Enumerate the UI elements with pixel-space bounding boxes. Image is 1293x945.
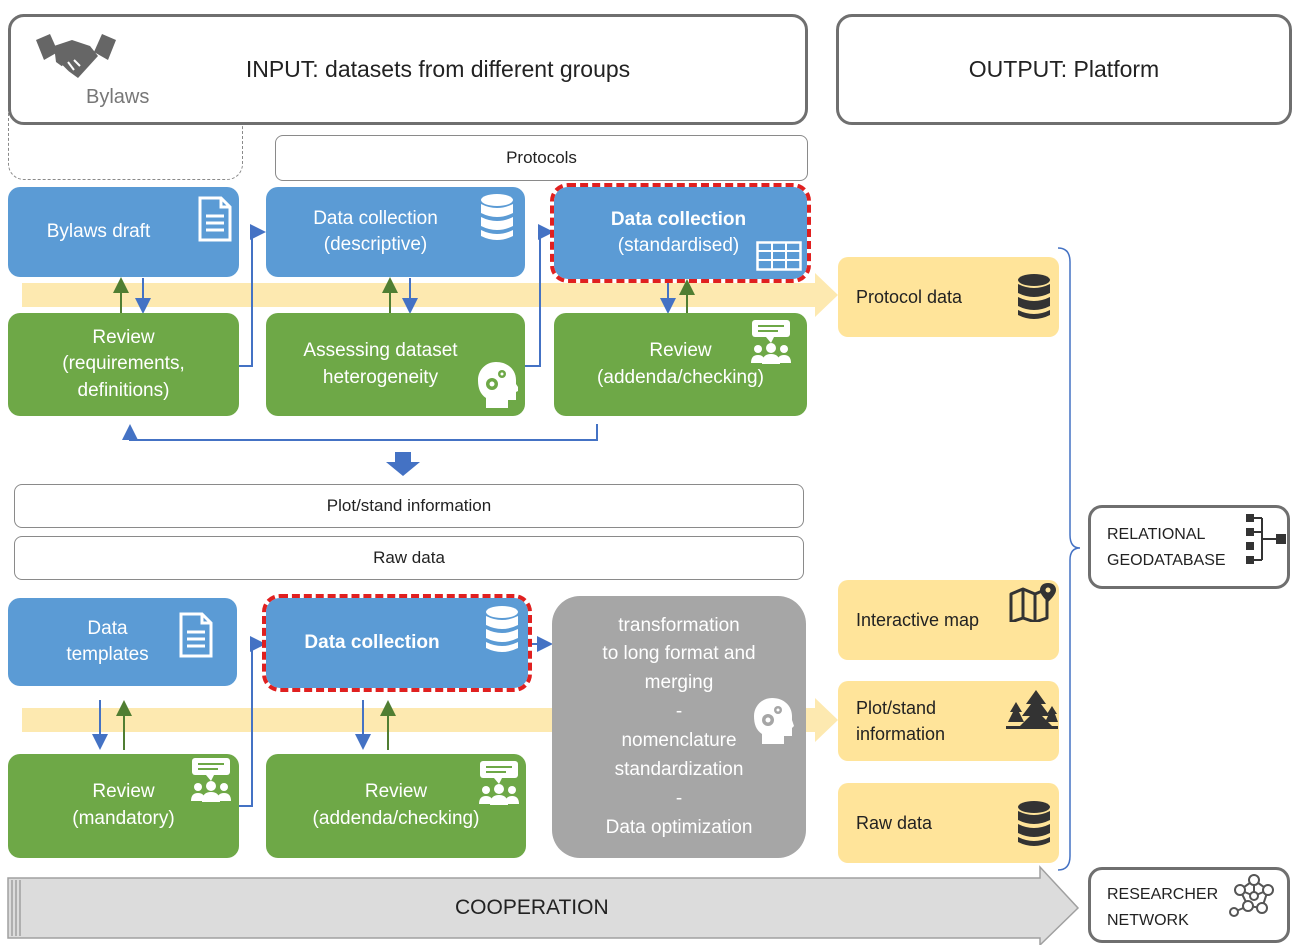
protocol-data-box: Protocol data [838,257,1059,337]
box-line: GEODATABASE [1107,551,1226,569]
head-gears-icon [476,360,520,415]
box-line: templates [66,644,149,665]
bracket [1057,247,1081,871]
data-collection-standardised-box: Data collection (standardised) [550,183,811,283]
cooperation-arrow [7,865,1080,945]
database-icon [1016,800,1052,853]
cooperation-label: COOPERATION [455,896,609,919]
box-line: Data collection [610,209,747,231]
bylaws-label: Bylaws [86,86,150,108]
database-icon [479,193,515,248]
assessing-heterogeneity-box: Assessing dataset heterogeneity [266,313,525,416]
box-line: Review [364,781,428,803]
box-line: nomenclature [621,730,737,751]
box-line: - [675,787,683,809]
map-icon [1008,582,1058,627]
connector [122,424,598,441]
head-gears-icon [752,696,794,751]
network-icon [1226,870,1278,925]
protocols-bar: Protocols [275,135,808,181]
data-collection-box: Data collection [262,594,532,692]
database-icon [1016,273,1052,326]
box-line: Data optimization [605,816,753,838]
hierarchy-icon [1244,512,1288,573]
box-line: heterogeneity [322,366,439,388]
interactive-map-label: Interactive map [856,609,980,630]
box-line: merging [644,672,714,694]
connector [525,224,554,367]
trees-icon [1006,688,1058,735]
box-line: (addenda/checking) [312,808,480,829]
raw-data-label: Raw data [373,548,445,567]
plot-stand-label: Plot/stand information [326,496,492,515]
box-line: Review [649,339,712,361]
flow-arrow-top [22,273,838,317]
down-arrow [386,452,420,476]
box-line: standardization [614,758,744,780]
box-line: (mandatory) [72,808,175,829]
box-line: (addenda/checking) [597,366,764,388]
box-line: Review [92,781,155,803]
raw-data-bar: Raw data [14,536,804,580]
box-line: NETWORK [1107,911,1189,929]
protocols-label: Protocols [506,148,577,167]
database-icon [484,605,520,660]
table-icon [756,241,802,276]
box-line: Data [87,618,128,640]
input-header: INPUT: datasets from different groups [8,14,808,125]
input-title: INPUT: datasets from different groups [245,56,631,82]
connector [239,224,266,367]
team-chat-icon [476,760,522,811]
handshake-icon [32,32,120,89]
plot-stand-bar: Plot/stand information [14,484,804,528]
box-line: RESEARCHER [1107,886,1219,903]
box-line: (requirements, [62,353,185,375]
box-line: definitions) [77,379,170,401]
box-line: (descriptive) [323,234,428,255]
box-line: Plot/stand [856,697,937,718]
review-addenda-top-box: Review (addenda/checking) [554,313,807,416]
document-icon [197,196,233,247]
output-header: OUTPUT: Platform [836,14,1292,125]
bylaws-draft-label: Bylaws draft [46,221,151,243]
connector [239,636,266,807]
output-title: OUTPUT: Platform [968,56,1160,82]
box-line: information [856,724,946,744]
team-chat-icon [748,319,794,370]
box-line: - [675,701,683,723]
box-line: Data collection [313,208,438,230]
box-line: Data collection [304,632,440,654]
box-line: to long format and [602,643,756,665]
raw-data-box: Raw data [838,783,1059,863]
box-line: transformation [618,614,740,636]
raw-data-output-label: Raw data [856,812,933,833]
box-line: (standardised) [617,235,740,256]
review-requirements-box: Review (requirements, definitions) [8,313,239,416]
box-line: RELATIONAL [1107,526,1206,543]
box-line: Review [92,326,155,348]
box-line: Assessing dataset [303,339,458,361]
protocol-data-label: Protocol data [856,286,963,307]
team-chat-icon [188,757,234,808]
document-icon [178,612,214,663]
